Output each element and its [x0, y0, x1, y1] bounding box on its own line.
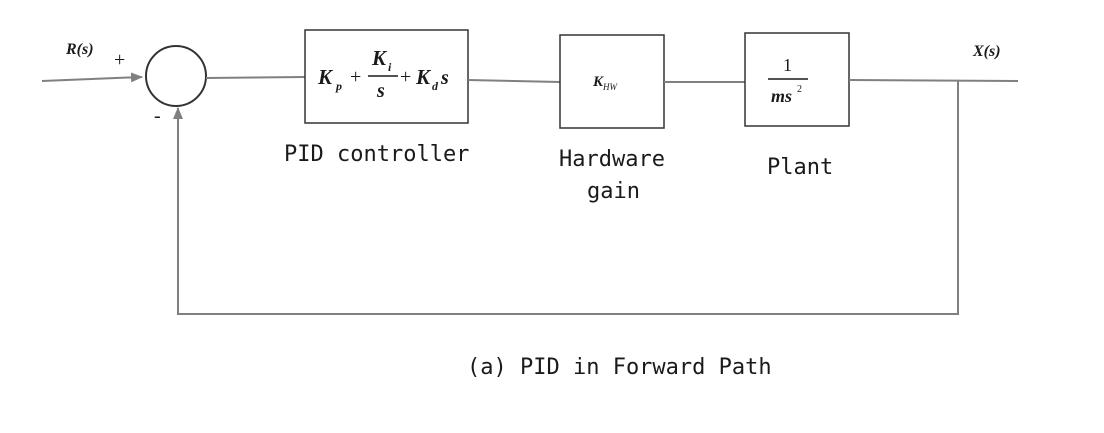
hardware-gain-label-line1: Hardware — [559, 147, 665, 172]
plant-denominator: ms — [771, 86, 792, 106]
hardware-gain-label-line2: gain — [587, 179, 640, 204]
kd-subscript: d — [432, 79, 439, 93]
kp-subscript: p — [335, 79, 342, 93]
kp-symbol: K — [317, 65, 334, 89]
output-signal-label: X(s) — [972, 43, 1001, 60]
sum-to-pid-line — [205, 76, 306, 79]
summing-junction — [145, 45, 207, 107]
pid-plus-1: + — [350, 66, 361, 88]
kd-symbol: K — [415, 65, 432, 89]
minus-sign: - — [154, 105, 161, 127]
plant-numerator: 1 — [783, 55, 792, 75]
plant-label: Plant — [767, 155, 833, 180]
feedback-path — [173, 80, 959, 315]
pid-transfer-function: K p + K i s + K d s — [317, 46, 449, 102]
pid-controller-label: PID controller — [284, 142, 469, 167]
input-signal-label: R(s) — [65, 41, 94, 58]
plus-sign: + — [114, 49, 125, 71]
hardware-gain-symbol: K — [592, 74, 604, 90]
kd-s: s — [440, 67, 449, 89]
ki-subscript: i — [388, 60, 392, 74]
plant-block — [744, 32, 850, 127]
figure-caption: (a) PID in Forward Path — [467, 355, 772, 380]
pid-to-hardware-line — [467, 79, 561, 83]
pid-controller-block — [304, 29, 469, 124]
ki-symbol: K — [371, 46, 388, 70]
plant-denominator-exponent: 2 — [797, 84, 802, 95]
input-signal-line — [41, 72, 143, 83]
ki-denominator: s — [376, 80, 385, 102]
hardware-gain-subscript: HW — [602, 82, 618, 92]
output-signal-line — [848, 79, 1019, 82]
pid-plus-2: + — [400, 66, 411, 88]
